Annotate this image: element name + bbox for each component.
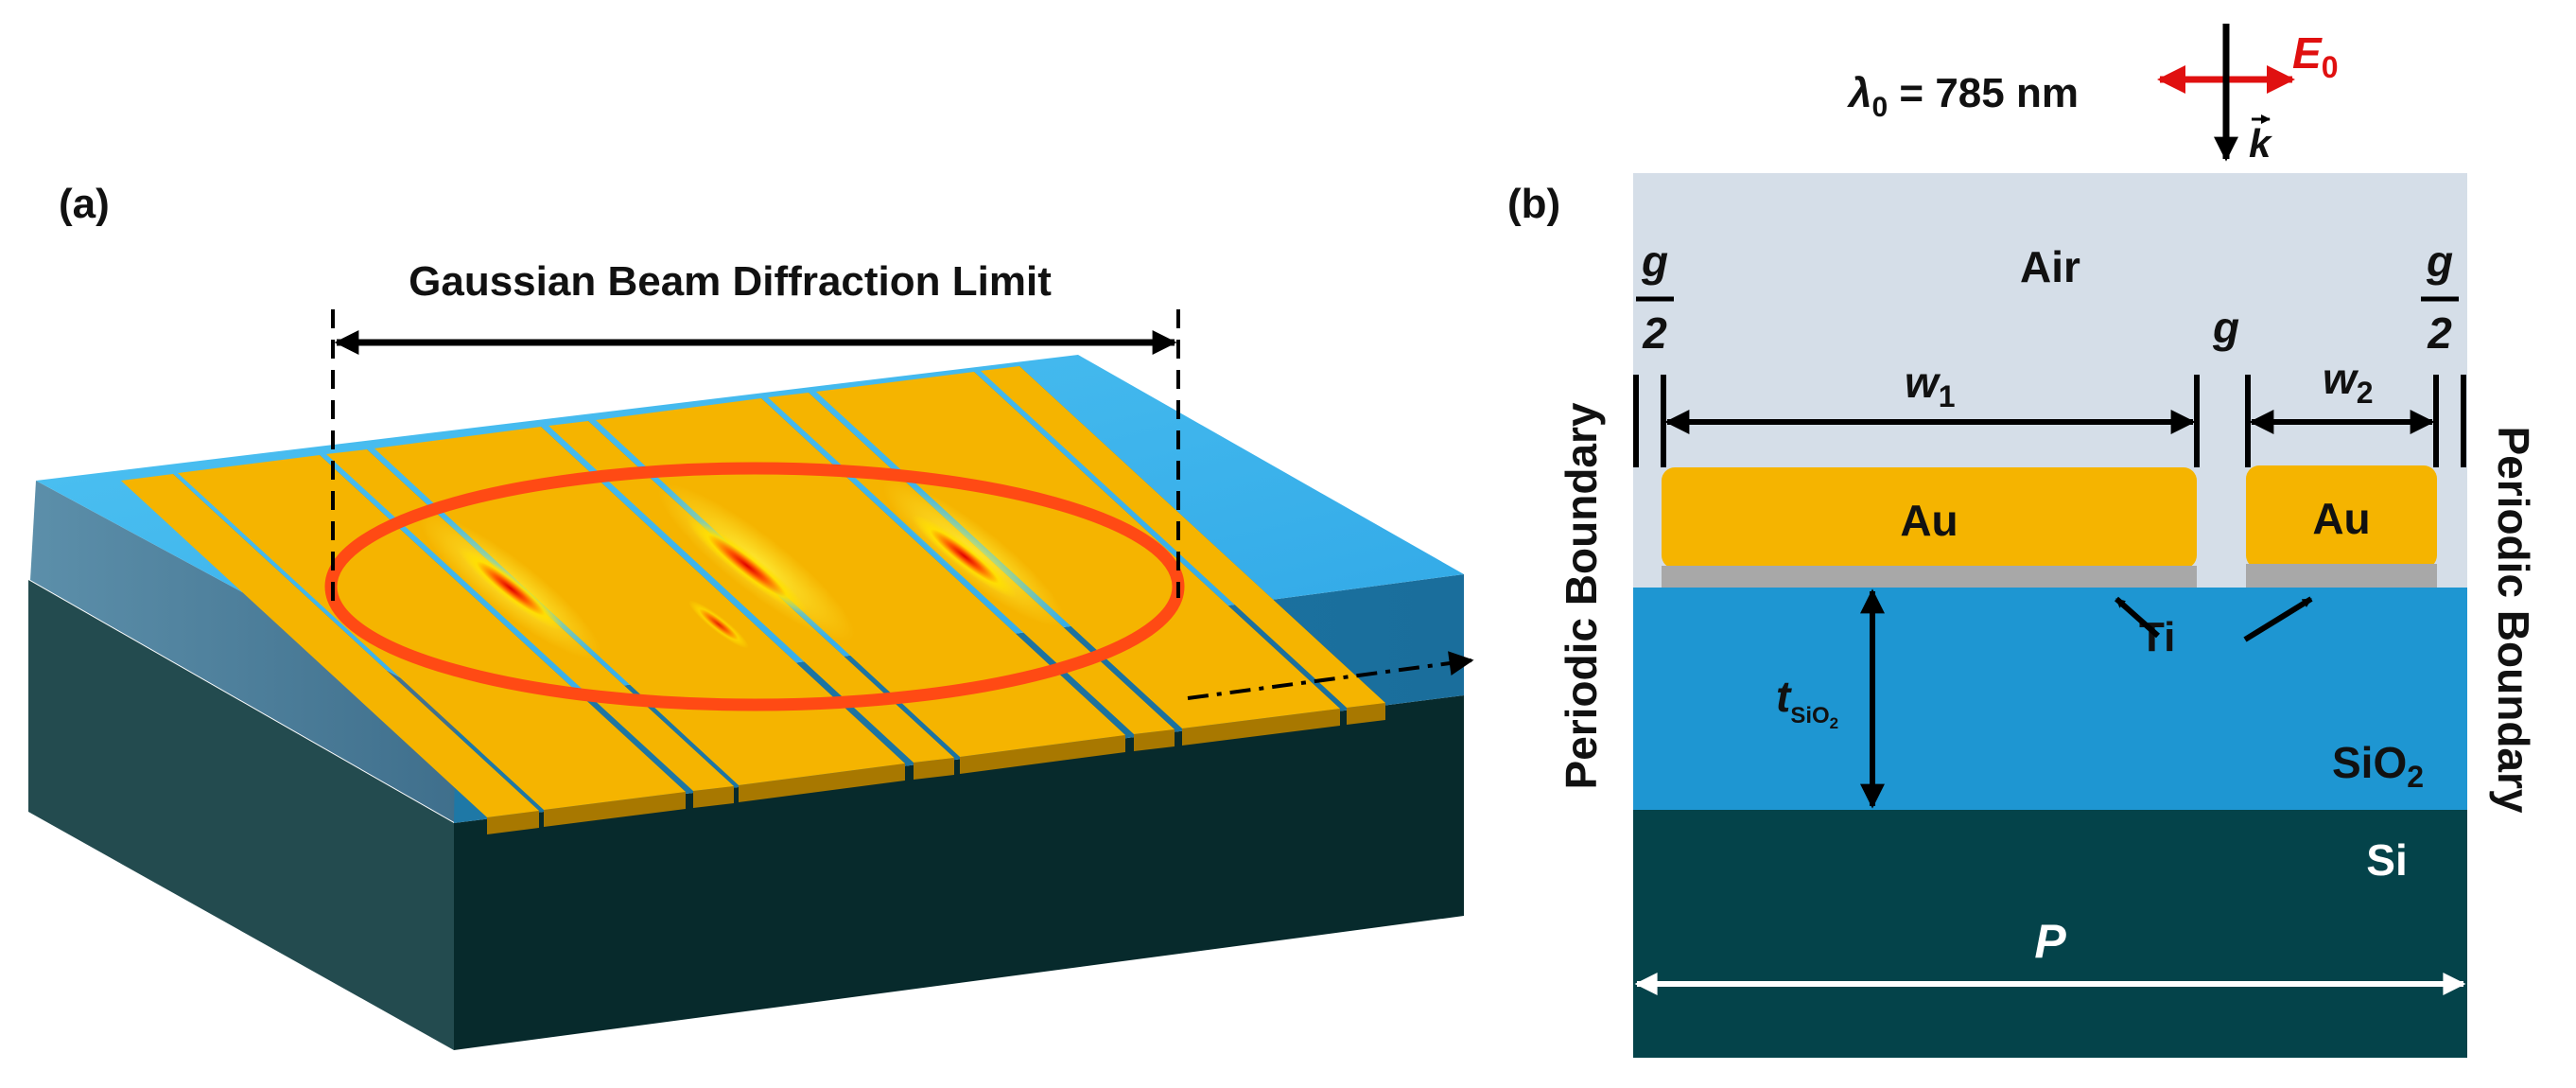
beam-limit-label: Gaussian Beam Diffraction Limit bbox=[409, 258, 1052, 305]
gold-stripe-front bbox=[693, 786, 734, 808]
gold-stripe-front bbox=[544, 792, 686, 827]
panel-b: (b) Au Au Ti λ0 = 785 nm E0 k Air bbox=[1507, 24, 2538, 1058]
panel-a: (a) Gaussian Beam Diffraction Limit bbox=[28, 181, 1474, 1050]
g-half-right-numerator: g bbox=[2426, 237, 2453, 286]
periodic-direction-arrow bbox=[1187, 651, 1474, 700]
gold-stripe-1 bbox=[121, 474, 539, 817]
svg-text:SiO2: SiO2 bbox=[2332, 738, 2424, 794]
air-label: Air bbox=[2020, 242, 2080, 291]
gold-stripe-front bbox=[739, 763, 905, 802]
lambda-symbol: λ bbox=[1847, 70, 1871, 116]
au-strip-1 bbox=[1662, 467, 2197, 569]
lambda-value: = 785 nm bbox=[1888, 70, 2079, 116]
svg-text:E0: E0 bbox=[2292, 28, 2338, 84]
gold-stripe-6 bbox=[596, 398, 1125, 757]
periodic-boundary-right: Periodic Boundary bbox=[2489, 427, 2538, 814]
gold-stripe-2 bbox=[178, 455, 686, 810]
w1-subscript: 1 bbox=[1939, 379, 1956, 413]
svg-text:w1: w1 bbox=[1905, 358, 1956, 413]
dimension-ticks bbox=[1633, 375, 2466, 467]
g-half-left-numerator: g bbox=[1641, 237, 1668, 286]
thickness-symbol: t bbox=[1776, 672, 1792, 721]
gold-stripe-front bbox=[487, 811, 539, 834]
gold-stripe-9 bbox=[981, 366, 1385, 708]
panel-b-label: (b) bbox=[1507, 181, 1560, 227]
incident-wave: λ0 = 785 nm E0 k bbox=[1847, 24, 2338, 166]
gold-stripe-4 bbox=[374, 427, 905, 785]
gold-stripe-front bbox=[914, 758, 954, 780]
ti-pointer-right bbox=[2243, 596, 2313, 642]
field-hotspots bbox=[419, 480, 1066, 660]
svg-text:tSiO2: tSiO2 bbox=[1776, 672, 1838, 732]
w2-symbol: w bbox=[2323, 354, 2359, 403]
w1-symbol: w bbox=[1905, 358, 1941, 407]
field-hotspot bbox=[458, 546, 564, 631]
svg-text:w2: w2 bbox=[2323, 354, 2374, 410]
wavevector-symbol: k bbox=[2249, 121, 2273, 166]
sio2-layer bbox=[1633, 588, 2467, 810]
period-label: P bbox=[2034, 915, 2066, 968]
lambda-subscript: 0 bbox=[1871, 92, 1888, 123]
gold-stripe-front bbox=[1347, 703, 1385, 725]
g-half-left-denominator: 2 bbox=[1642, 308, 1667, 358]
gap-label: g bbox=[2212, 303, 2239, 352]
svg-text:λ0 = 785 nm: λ0 = 785 nm bbox=[1847, 70, 2079, 123]
si-front-face bbox=[454, 695, 1464, 1050]
thickness-subsubscript: 2 bbox=[1830, 714, 1838, 732]
si-layer bbox=[1633, 810, 2467, 1058]
g-half-left: g 2 bbox=[1636, 237, 1674, 358]
g-half-right-denominator: 2 bbox=[2427, 308, 2452, 358]
sio2-subscript: 2 bbox=[2407, 760, 2424, 794]
gold-stripe-front bbox=[1182, 709, 1340, 746]
w2-subscript: 2 bbox=[2357, 376, 2374, 410]
si-label: Si bbox=[2366, 835, 2407, 885]
g-half-right: g 2 bbox=[2421, 237, 2459, 358]
gold-stripe-front bbox=[960, 735, 1125, 774]
sio2-label: SiO bbox=[2332, 738, 2407, 787]
field-hotspot bbox=[687, 518, 808, 614]
field-hotspot bbox=[688, 600, 749, 649]
au-strip-2 bbox=[2246, 465, 2437, 569]
au-label-1: Au bbox=[1900, 496, 1958, 545]
thickness-subscript: SiO bbox=[1790, 703, 1829, 728]
au-label-2: Au bbox=[2312, 494, 2370, 543]
field-hotspot bbox=[912, 514, 1018, 599]
ti-layer-2 bbox=[2246, 564, 2437, 588]
si-left-face bbox=[28, 580, 454, 1050]
gold-stripe-8 bbox=[816, 372, 1340, 728]
field-symbol: E bbox=[2292, 28, 2323, 78]
ti-layer-1 bbox=[1662, 566, 2197, 588]
periodic-boundary-left: Periodic Boundary bbox=[1557, 402, 1606, 789]
field-subscript: 0 bbox=[2322, 50, 2339, 84]
panel-a-label: (a) bbox=[59, 181, 110, 227]
sio2-left-face bbox=[30, 481, 456, 823]
ti-pointer-left bbox=[2115, 596, 2160, 639]
gold-stripe-front bbox=[1134, 729, 1175, 751]
